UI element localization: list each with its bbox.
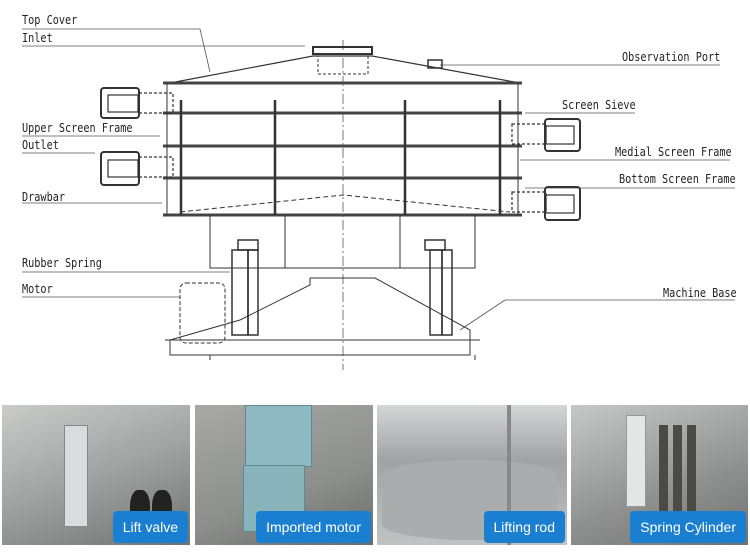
photo-lift-valve: Lift valve: [2, 405, 190, 545]
label-inlet: Inlet: [22, 31, 53, 45]
label-motor: Motor: [22, 282, 53, 296]
outlets-right: [511, 118, 581, 221]
label-rubber-spring: Rubber Spring: [22, 256, 102, 270]
label-screen-sieve: Screen Sieve: [562, 98, 636, 112]
caption-lift-valve: Lift valve: [112, 511, 188, 543]
label-upper-screen-frame: Upper Screen Frame: [22, 121, 133, 135]
label-outlet: Outlet: [22, 138, 59, 152]
screen-frames: [163, 81, 522, 217]
photo-imported-motor: Imported motor: [195, 405, 373, 545]
label-drawbar: Drawbar: [22, 190, 65, 204]
machine-drawing: [22, 28, 735, 370]
label-observation-port: Observation Port: [622, 50, 721, 64]
label-top-cover: Top Cover: [22, 13, 78, 27]
caption-spring-cylinder: Spring Cylinder: [630, 511, 746, 543]
photo-lifting-rod: Lifting rod: [377, 405, 567, 545]
label-machine-base: Machine Base: [663, 286, 737, 300]
photo-spring-cylinder: Spring Cylinder: [571, 405, 748, 545]
rubber-springs: [231, 239, 453, 336]
outlets-left: [100, 87, 174, 186]
caption-imported-motor: Imported motor: [256, 511, 371, 543]
drawbars: [179, 100, 502, 215]
label-bottom-screen-frame: Bottom Screen Frame: [619, 172, 736, 186]
caption-lifting-rod: Lifting rod: [483, 511, 565, 543]
label-medial-screen-frame: Medial Screen Frame: [615, 145, 732, 159]
